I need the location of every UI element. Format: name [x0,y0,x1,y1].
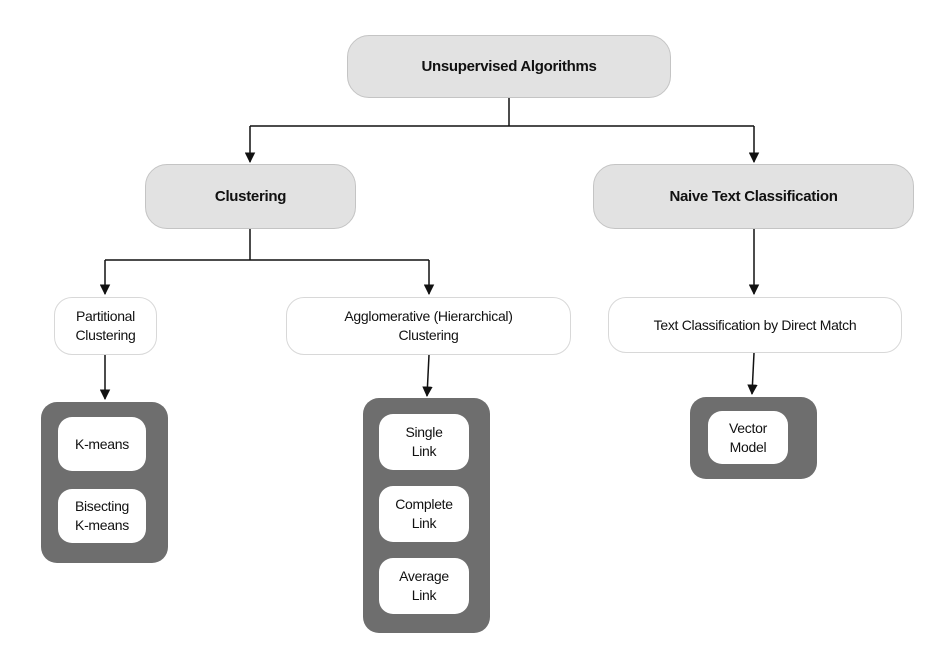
node-unsupervised-algorithms: Unsupervised Algorithms [347,35,671,98]
group-direct-match-algorithms: Vector Model [690,397,817,479]
node-partitional-clustering: Partitional Clustering [54,297,157,355]
node-text-classification-direct-match: Text Classification by Direct Match [608,297,902,353]
edge-direct-match-to-group [747,352,758,396]
node-agglomerative-clustering: Agglomerative (Hierarchical) Clustering [286,297,571,355]
leaf-complete-link: Complete Link [379,486,469,542]
leaf-vector-model: Vector Model [708,411,788,464]
leaf-single-link: Single Link [379,414,469,470]
leaf-average-link: Average Link [379,558,469,614]
node-clustering: Clustering [145,164,356,229]
edge-agglomerative-to-group [422,354,433,398]
group-partitional-algorithms: K-means Bisecting K-means [41,402,168,563]
node-naive-text-classification: Naive Text Classification [593,164,914,229]
group-agglomerative-algorithms: Single Link Complete Link Average Link [363,398,490,633]
leaf-k-means: K-means [58,417,146,471]
leaf-bisecting-k-means: Bisecting K-means [58,489,146,543]
